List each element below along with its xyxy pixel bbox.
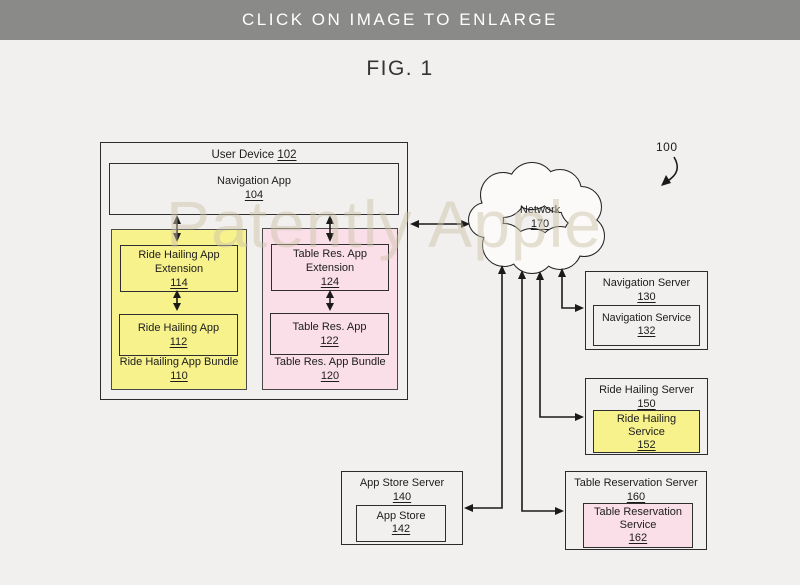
- ride-hailing-extension-box: Ride Hailing App Extension 114: [120, 245, 238, 292]
- table-reservation-server-title: Table Reservation Server: [574, 477, 698, 489]
- ride-hailing-service-ref: 152: [637, 439, 656, 451]
- user-device-ref: 102: [277, 149, 297, 161]
- enlarge-banner: CLICK ON IMAGE TO ENLARGE: [0, 0, 800, 40]
- table-res-app-ref: 122: [320, 335, 339, 347]
- ride-hailing-extension-ref: 114: [170, 277, 188, 289]
- navigation-server-title: Navigation Server: [602, 277, 691, 289]
- user-device-box: User Device 102 Navigation App 104 Ride …: [100, 142, 408, 400]
- app-store-box: App Store 142: [356, 505, 446, 542]
- ride-hailing-app-box: Ride Hailing App 112: [119, 314, 238, 356]
- ride-hailing-server-box: Ride Hailing Server 150 Ride Hailing Ser…: [585, 378, 708, 455]
- table-reservation-service-box: Table Reservation Service 162: [583, 503, 693, 548]
- network-ridehailing-link: [539, 279, 576, 418]
- ride-hailing-app-ref: 112: [169, 336, 188, 348]
- app-store-ref: 142: [391, 523, 411, 535]
- table-reservation-server-ref: 160: [626, 491, 646, 503]
- ride-hailing-bundle-box: Ride Hailing App Extension 114 Ride Hail…: [111, 229, 247, 390]
- table-res-extension-ref: 124: [320, 276, 340, 288]
- system-ref-arrow: [665, 156, 679, 183]
- table-res-bundle-label: Table Res. App Bundle 120: [274, 356, 386, 382]
- network-tablereservation-link: [521, 278, 556, 512]
- network-navigation-link: [561, 276, 576, 309]
- table-reservation-service-ref: 162: [628, 532, 648, 544]
- system-ref-label: 100: [656, 140, 678, 154]
- table-res-bundle-ref: 120: [320, 370, 340, 382]
- ride-hailing-server-ref: 150: [637, 398, 656, 410]
- navigation-app-title: Navigation App: [217, 175, 291, 187]
- table-reservation-server-box: Table Reservation Server 160 Table Reser…: [565, 471, 707, 550]
- navigation-service-box: Navigation Service 132: [593, 305, 700, 346]
- table-res-bundle-box: Table Res. App Extension 124 Table Res. …: [262, 228, 398, 390]
- navigation-server-ref: 130: [637, 291, 656, 303]
- ride-hailing-bundle-ref: 110: [170, 370, 188, 382]
- navigation-server-box: Navigation Server 130 Navigation Service…: [585, 271, 708, 350]
- network-ref: 170: [530, 218, 550, 230]
- banner-label: CLICK ON IMAGE TO ENLARGE: [242, 10, 558, 29]
- app-store-server-box: App Store Server 140 App Store 142: [341, 471, 463, 545]
- user-device-title: User Device 102: [211, 149, 297, 161]
- ride-hailing-server-title: Ride Hailing Server: [599, 384, 694, 396]
- navigation-app-ref: 104: [244, 189, 264, 201]
- table-res-app-box: Table Res. App 122: [270, 313, 389, 355]
- table-res-extension-box: Table Res. App Extension 124: [271, 244, 389, 291]
- app-store-server-ref: 140: [392, 491, 412, 503]
- network-appstore-link: [472, 273, 503, 509]
- network-label: Network 170: [519, 204, 561, 230]
- navigation-app-box: Navigation App 104: [109, 163, 399, 215]
- figure-title: FIG. 1: [366, 57, 434, 80]
- ride-hailing-service-box: Ride Hailing Service 152: [593, 410, 700, 453]
- app-store-server-title: App Store Server: [359, 477, 445, 489]
- navigation-service-ref: 132: [637, 325, 656, 337]
- ride-hailing-bundle-label: Ride Hailing App Bundle 110: [119, 356, 239, 382]
- figure-image[interactable]: User Device 102 Navigation App 104 Ride …: [0, 40, 800, 550]
